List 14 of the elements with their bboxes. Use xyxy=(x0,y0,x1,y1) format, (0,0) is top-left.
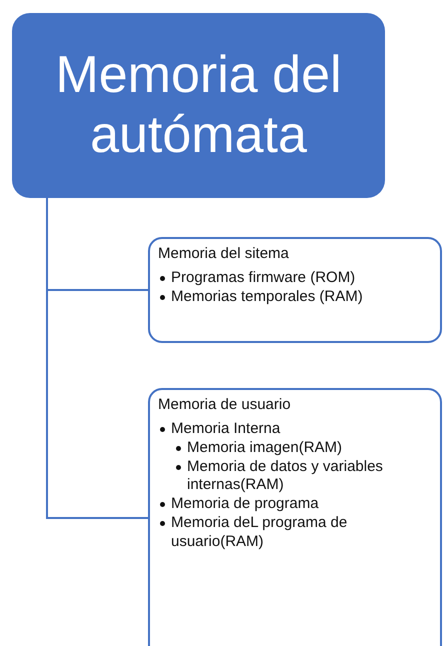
bullet-item: Memoria de datos y variables internas(RAM) xyxy=(187,458,384,495)
bullet-item: Memoria de programa xyxy=(171,495,319,514)
title-text: Memoria del autómata xyxy=(54,46,343,166)
bullet-item: Memorias temporales (RAM) xyxy=(171,288,363,306)
bullet-item: Programas firmware (ROM) xyxy=(171,269,356,288)
title-box xyxy=(12,13,385,198)
bullet-item: Memoria imagen(RAM) xyxy=(187,438,342,458)
card-heading: Memoria del sitema xyxy=(158,245,290,263)
card-heading: Memoria de usuario xyxy=(158,396,292,414)
connector-line xyxy=(46,198,148,519)
bullet-item: Memoria deL programa de usuario(RAM) xyxy=(171,514,348,552)
bullet-item: Memoria Interna xyxy=(171,420,280,439)
memory-card xyxy=(148,237,442,343)
memory-card xyxy=(148,388,442,646)
